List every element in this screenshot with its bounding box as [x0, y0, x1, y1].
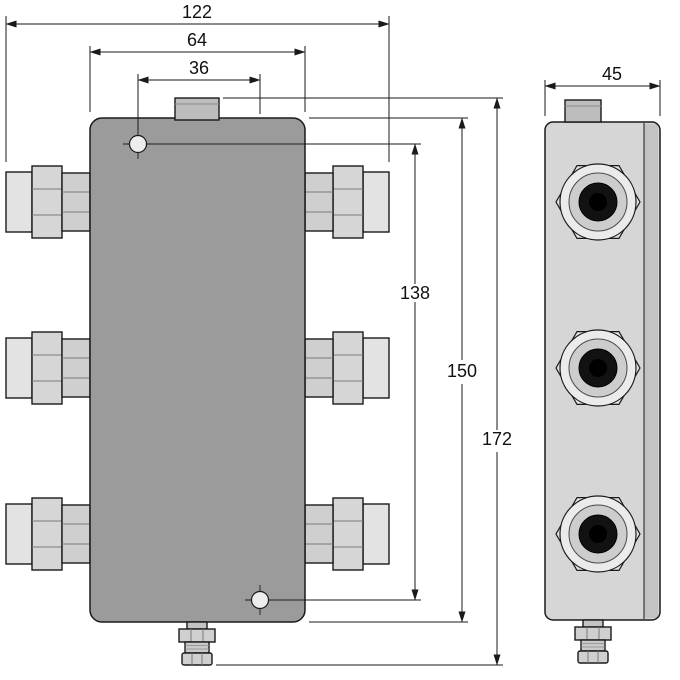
- dim-label-depth: 45: [602, 64, 622, 84]
- dim-hole-spacing-y: 138: [152, 143, 430, 601]
- side-body-edge: [644, 124, 658, 618]
- dim-label-hole-offset-x: 36: [189, 58, 209, 78]
- dim-label-body-height: 150: [447, 361, 477, 381]
- top-connector: [174, 97, 220, 121]
- cable-gland-right-bottom: [304, 497, 390, 571]
- dim-hole-offset-x: 36: [137, 58, 261, 130]
- bottom-connector-front: [178, 621, 216, 666]
- cable-gland-right-middle: [304, 331, 390, 405]
- top-connector-side: [564, 99, 602, 123]
- dim-label-body-width: 64: [187, 30, 207, 50]
- dimensions: 122 64 36 138: [5, 2, 661, 666]
- dim-overall-height: 172: [216, 97, 512, 666]
- cable-gland-left-middle: [5, 331, 91, 405]
- cable-gland-left-bottom: [5, 497, 91, 571]
- front-body: [89, 117, 306, 623]
- cable-gland-left-top: [5, 165, 91, 239]
- dim-overall-width: 122: [5, 2, 390, 162]
- dim-label-overall-height: 172: [482, 429, 512, 449]
- cable-gland-right-top: [304, 165, 390, 239]
- dim-body-width: 64: [89, 30, 306, 112]
- front-view: [5, 97, 390, 666]
- dim-depth: 45: [544, 64, 661, 116]
- bottom-connector-side: [574, 619, 612, 664]
- dim-label-hole-spacing-y: 138: [400, 283, 430, 303]
- dim-label-overall-width: 122: [182, 2, 212, 22]
- dim-body-height: 150: [309, 117, 477, 623]
- side-view: [544, 99, 661, 664]
